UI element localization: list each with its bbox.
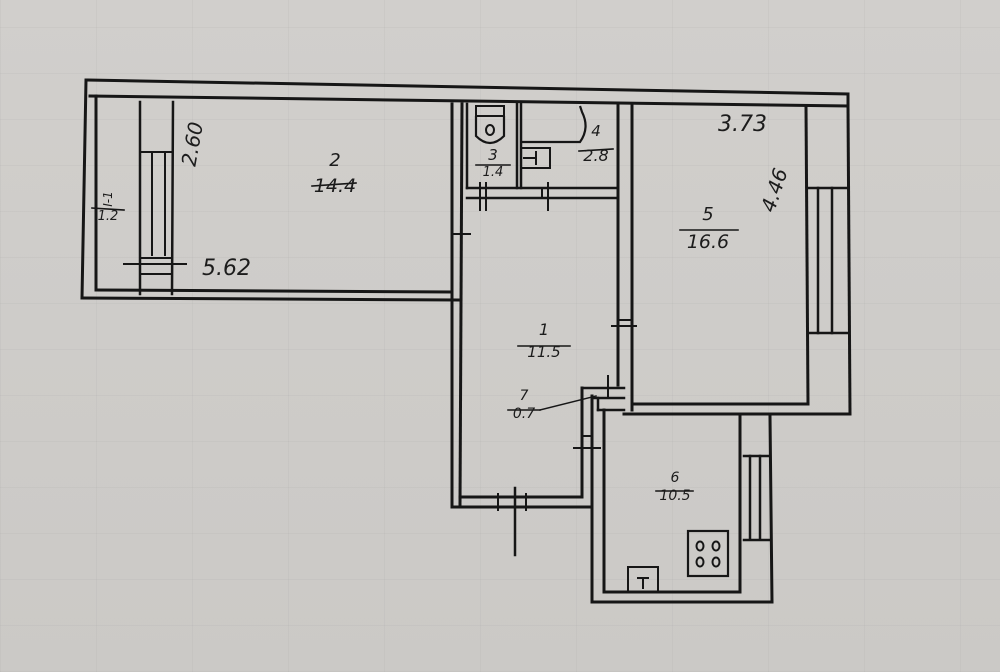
room-2-area: 14.4: [313, 175, 357, 197]
room-3-area: 1.4: [482, 165, 504, 180]
stove-icon: [686, 529, 730, 578]
fraction-lines: [91, 148, 739, 492]
room-1-area: 11.5: [527, 343, 561, 361]
room-1-number: 1: [538, 320, 550, 339]
kitchen-walls: [590, 408, 774, 604]
balcony-area: 1.2: [97, 209, 119, 224]
room-4-number: 4: [591, 122, 601, 140]
room-7-number: 7: [519, 388, 529, 404]
sink-icon: [627, 566, 659, 593]
room-6-area: 10.5: [659, 488, 691, 504]
balcony-number: I-1: [100, 191, 115, 207]
toilet-icon: [474, 105, 506, 145]
room-5-area: 16.6: [686, 231, 730, 253]
balcony-label: I-1 1.2: [88, 188, 128, 224]
room-6-number: 6: [670, 470, 680, 486]
room-7-area: 0.7: [512, 406, 536, 422]
bathtub-icon: [522, 105, 587, 169]
room-3-label: 3 1.4: [474, 146, 512, 180]
room-5-label: 5 16.6: [676, 204, 740, 253]
exterior-walls: [80, 78, 850, 302]
room-3-number: 3: [488, 146, 498, 164]
room-4-area: 2.8: [583, 146, 609, 165]
corridor-walls: [450, 375, 626, 557]
room-1-label: 1 11.5: [514, 320, 574, 361]
room-2-number: 2: [329, 150, 341, 171]
room-5-walls: [622, 104, 852, 416]
interior-walls: [450, 102, 637, 509]
room-4-label: 4 2.8: [574, 122, 618, 165]
room-5-number: 5: [702, 204, 714, 225]
room-6-label: 6 10.5: [652, 470, 698, 504]
balcony-window: [123, 100, 187, 296]
dimension-room2-width: 5.62: [202, 256, 251, 281]
room-7-label: 7 0.7: [504, 388, 544, 422]
dimension-room5-width: 3.73: [718, 112, 767, 137]
room-2-label: 2 14.4: [310, 150, 360, 197]
